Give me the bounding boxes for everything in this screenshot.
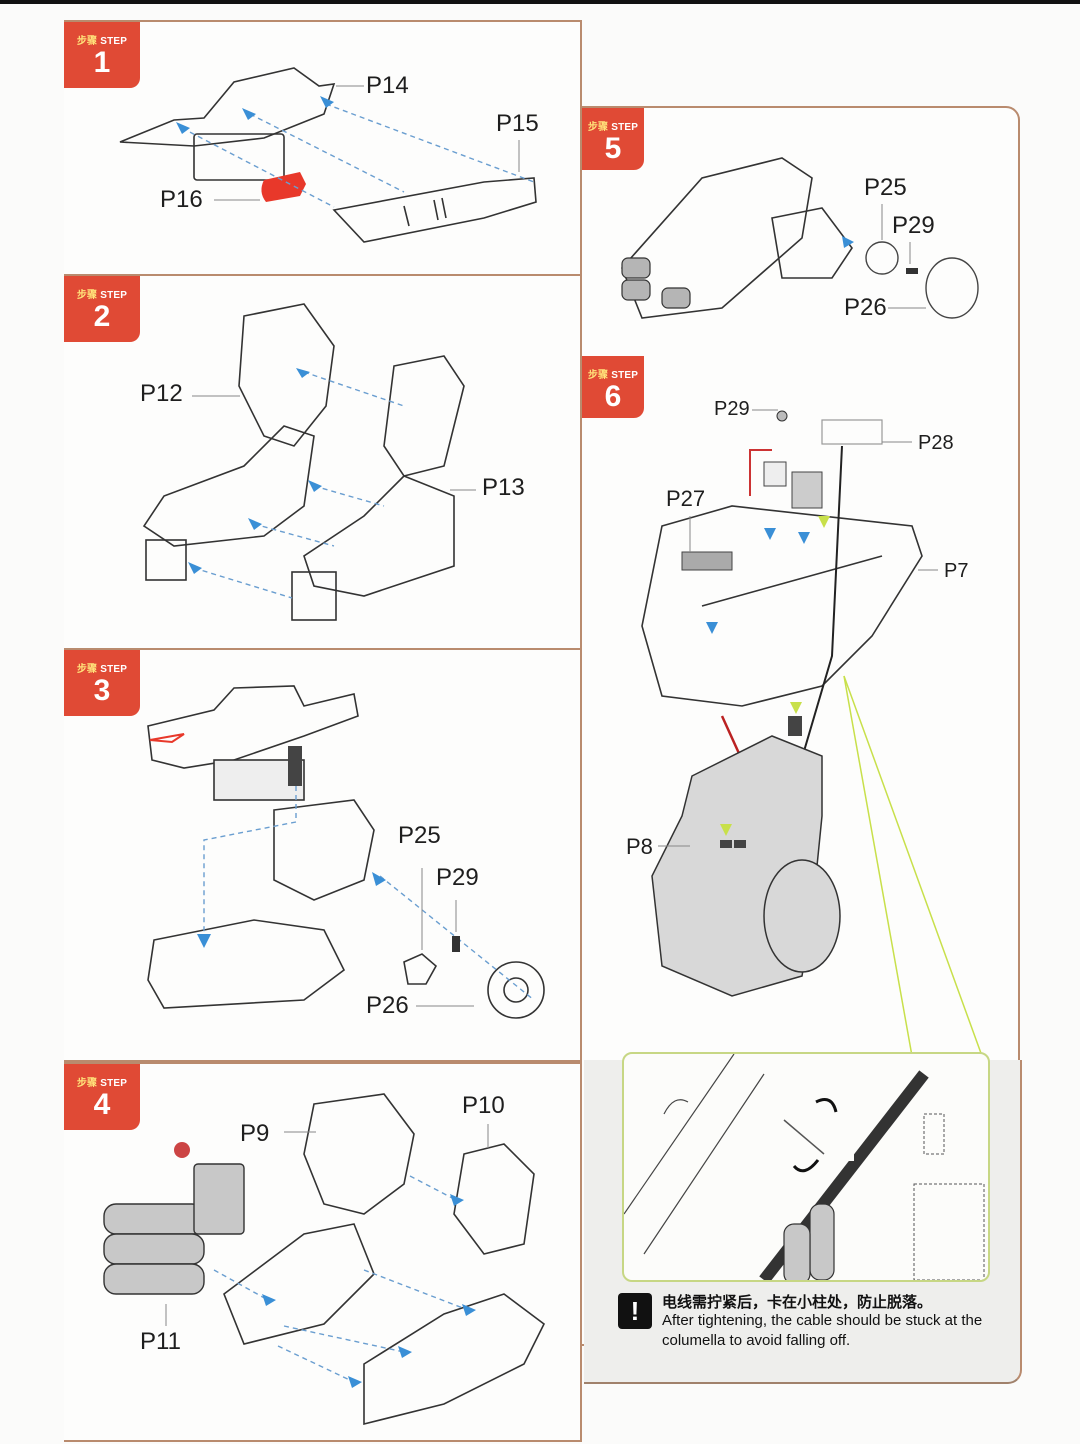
step-badge: 步骤 STEP 3 <box>64 650 140 716</box>
step-badge: 步骤 STEP 4 <box>64 1064 140 1130</box>
step-3-illustration <box>147 685 545 1019</box>
part-label-p10: P10 <box>462 1092 505 1119</box>
screw-p29-shape <box>452 936 460 952</box>
part-label-p8: P8 <box>626 834 653 859</box>
red-part-p16 <box>261 172 306 202</box>
cable-detail-inset <box>622 1052 990 1282</box>
assembled-weapon <box>147 685 359 769</box>
part-label-p27: P27 <box>666 486 706 511</box>
columella-posts <box>783 1203 835 1280</box>
step-4-panel: 步骤 STEP 4 P9 P10 P11 <box>64 1062 582 1442</box>
part-label-p11: P11 <box>140 1328 181 1355</box>
red-wire <box>749 449 772 496</box>
part-p25-shape <box>403 953 438 985</box>
part-p10-shape <box>453 1143 535 1255</box>
part-label-p16: P16 <box>160 186 203 213</box>
weapon-mount-part <box>119 67 336 147</box>
exclamation-icon: ! <box>618 1293 652 1329</box>
arm-assembly <box>273 799 375 901</box>
part-label-p7: P7 <box>944 560 969 582</box>
shoulder-armor-p13 <box>383 355 465 477</box>
part-label-p26: P26 <box>366 992 409 1019</box>
twist-arrow-icon <box>815 1098 838 1113</box>
body-shell-p7 <box>641 505 923 707</box>
part-label-p25: P25 <box>864 174 907 201</box>
step-badge: 步骤 STEP 6 <box>582 356 644 418</box>
part-label-p13: P13 <box>482 474 525 501</box>
step-3-panel: 步骤 STEP 3 P25 P29 P26 <box>64 648 582 1062</box>
cable-detail-illustration <box>624 1054 985 1280</box>
part-label-p29: P29 <box>892 212 935 239</box>
part-label-p29: P29 <box>714 398 750 420</box>
shoulder-armor-p12 <box>238 303 335 447</box>
part-label-p29: P29 <box>436 864 479 891</box>
part-label-p25: P25 <box>398 822 441 849</box>
screw-p29-shape <box>776 410 788 422</box>
part-label-p9: P9 <box>240 1120 270 1147</box>
step-1-illustration <box>119 67 537 243</box>
screw-p29-shape <box>906 268 918 274</box>
clip-part <box>288 746 302 786</box>
hand-cylinders <box>621 257 691 309</box>
motor-part <box>791 471 823 509</box>
step-number: 1 <box>93 46 111 79</box>
step-5-illustration <box>621 157 979 319</box>
step-number: 5 <box>604 132 622 165</box>
step-2-panel: 步骤 STEP 2 P12 P13 <box>64 274 582 650</box>
step-6-illustration <box>641 409 983 1057</box>
connector <box>788 716 802 736</box>
part-label-p26: P26 <box>844 294 887 321</box>
step-number: 2 <box>93 300 111 333</box>
twist-arrow-icon <box>792 1159 820 1173</box>
note-text-cn: 电线需拧紧后，卡在小柱处，防止脱落。 <box>662 1294 933 1311</box>
step-badge: 步骤 STEP 1 <box>64 22 140 88</box>
part-label-p14: P14 <box>366 72 409 99</box>
lower-body-p8 <box>651 735 841 997</box>
step-badge: 步骤 STEP 5 <box>582 108 644 170</box>
step-4-illustration <box>103 1093 546 1426</box>
part-label-p15: P15 <box>496 110 539 137</box>
step-2-illustration <box>142 303 476 621</box>
step-badge: 步骤 STEP 2 <box>64 276 140 342</box>
step-number: 4 <box>93 1088 111 1121</box>
red-dot <box>174 1142 190 1158</box>
battery-contact-p27 <box>681 551 733 571</box>
switch-p28 <box>821 419 883 445</box>
barrel-part-p15 <box>332 177 537 243</box>
step-1-panel: 步骤 STEP 1 P14 P15 P16 <box>64 20 582 276</box>
step-5-panel: 步骤 STEP 5 P25 P29 P26 <box>580 106 1020 358</box>
part-p25-shape <box>865 241 899 275</box>
arm-assembly <box>621 157 853 319</box>
note-text-en: After tightening, the cable should be st… <box>662 1312 983 1349</box>
step-number: 6 <box>604 380 622 413</box>
top-bar <box>0 0 1080 4</box>
shoulder-armor-p9 <box>303 1093 415 1215</box>
part-label-p28: P28 <box>918 432 954 454</box>
part-label-p12: P12 <box>140 380 183 407</box>
part-p26-shape <box>925 257 979 319</box>
hand-part-p11 <box>103 1163 245 1295</box>
step-number: 3 <box>93 674 111 707</box>
